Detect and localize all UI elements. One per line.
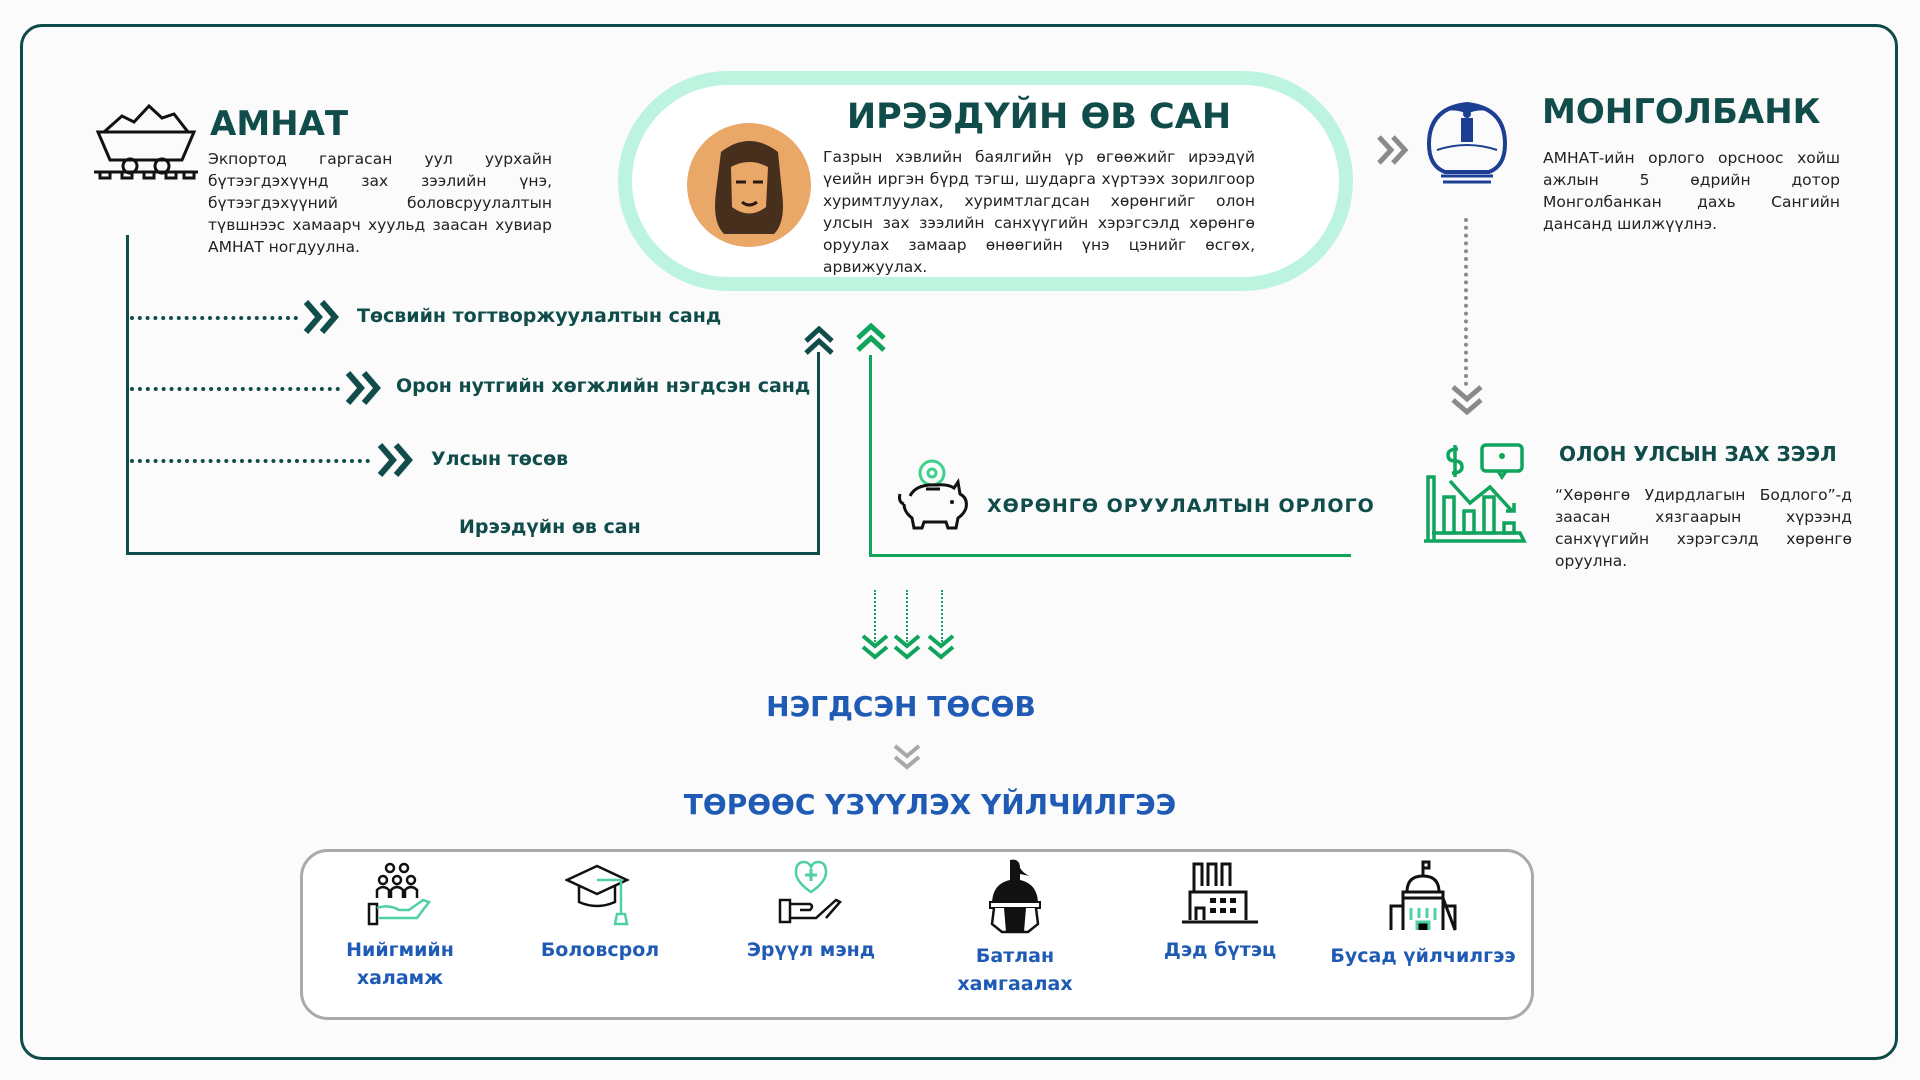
graduation-cap-icon [565, 864, 630, 926]
diagram-frame [20, 24, 1898, 1060]
service-label: Дэд бүтэц [1163, 939, 1277, 961]
service-label: Бусад үйлчилгээ [1330, 945, 1516, 967]
flow-label-heritage-fund: Ирээдүйн өв сан [459, 516, 641, 538]
green-line-up [869, 355, 872, 557]
market-description: “Хөрөнгө Удирдлагын Бодлого”-д заасан хя… [1555, 486, 1852, 570]
service-other: Бусад үйлчилгээ [1323, 858, 1523, 970]
service-education: Боловсрол [500, 858, 700, 964]
chevron-right-icon [345, 371, 381, 405]
piggy-bank-icon [898, 459, 968, 530]
amhat-title: АМНАТ [210, 104, 349, 144]
chevron-right-icon [1377, 135, 1409, 165]
flow-line-up [817, 352, 820, 555]
chevron-down-icon [1451, 385, 1483, 416]
flow-label-local-development: Орон нутгийн хөгжлийн нэгдсэн санд [396, 375, 811, 397]
service-label: халамж [356, 967, 444, 989]
mongolbank-description: АМНАТ-ийн орлого орсноос хойш ажлын 5 өд… [1543, 149, 1840, 233]
mongolbank-title: МОНГОЛБАНК [1542, 92, 1821, 132]
chevron-up-icon [804, 326, 834, 355]
amhat-description: Экпортод гаргасан уул уурхайн бүтээгдэхү… [208, 150, 552, 256]
dotted-arrow-line [874, 590, 876, 642]
mining-cart-icon [94, 103, 198, 180]
government-building-icon [1389, 860, 1457, 931]
dotted-arrow-line [906, 590, 908, 642]
mongolbank-logo [1426, 101, 1508, 184]
dotted-connector [130, 459, 370, 463]
chevron-up-icon [856, 323, 886, 352]
flow-line-left [126, 235, 129, 555]
chinggis-portrait-icon [687, 123, 811, 247]
flow-label-state-budget: Улсын төсөв [431, 448, 569, 470]
chevron-right-icon [303, 300, 339, 334]
heritage-fund-title: ИРЭЭДҮЙН ӨВ САН [846, 97, 1232, 137]
market-title: ОЛОН УЛСЫН ЗАХ ЗЭЭЛ [1559, 442, 1837, 466]
service-defense: Батлан хамгаалах [915, 858, 1115, 998]
health-icon [778, 860, 843, 924]
chevron-down-icon [893, 744, 921, 770]
investment-income-label: ХӨРӨНГӨ ОРУУЛАЛТЫН ОРЛОГО [987, 495, 1375, 517]
public-services-title: ТӨРӨӨС ҮЗҮҮЛЭХ ҮЙЛЧИЛГЭЭ [683, 788, 1177, 821]
dotted-arrow-line [941, 590, 943, 642]
service-label: Батлан [975, 945, 1055, 967]
service-label: Нийгмийн [346, 939, 454, 961]
social-welfare-icon [367, 862, 432, 926]
consolidated-budget-title: НЭГДСЭН ТӨСӨВ [766, 690, 1036, 723]
service-social-welfare: Нийгмийн халамж [300, 858, 500, 992]
service-label: Эрүүл мэнд [746, 939, 876, 961]
dotted-connector-vertical [1464, 218, 1468, 386]
chevrons-down-icon [861, 634, 955, 660]
green-line-bottom [869, 554, 1351, 557]
service-label: Боловсрол [540, 939, 660, 961]
service-label: хамгаалах [957, 973, 1073, 995]
heritage-fund-description: Газрын хэвлийн баялгийн үр өгөөжийг ирээ… [823, 148, 1255, 276]
dotted-connector [130, 316, 298, 320]
factory-icon [1182, 862, 1258, 924]
flow-label-stabilization: Төсвийн тогтворжуулалтын санд [357, 305, 722, 327]
chevron-right-icon [377, 443, 413, 477]
dotted-connector [130, 387, 340, 391]
services-panel [300, 849, 1534, 1020]
flow-line-bottom [126, 552, 820, 555]
service-health: Эрүүл мэнд [711, 858, 911, 964]
market-chart-icon [1424, 443, 1527, 543]
defense-helmet-icon [989, 859, 1041, 934]
service-infrastructure: Дэд бүтэц [1120, 858, 1320, 964]
